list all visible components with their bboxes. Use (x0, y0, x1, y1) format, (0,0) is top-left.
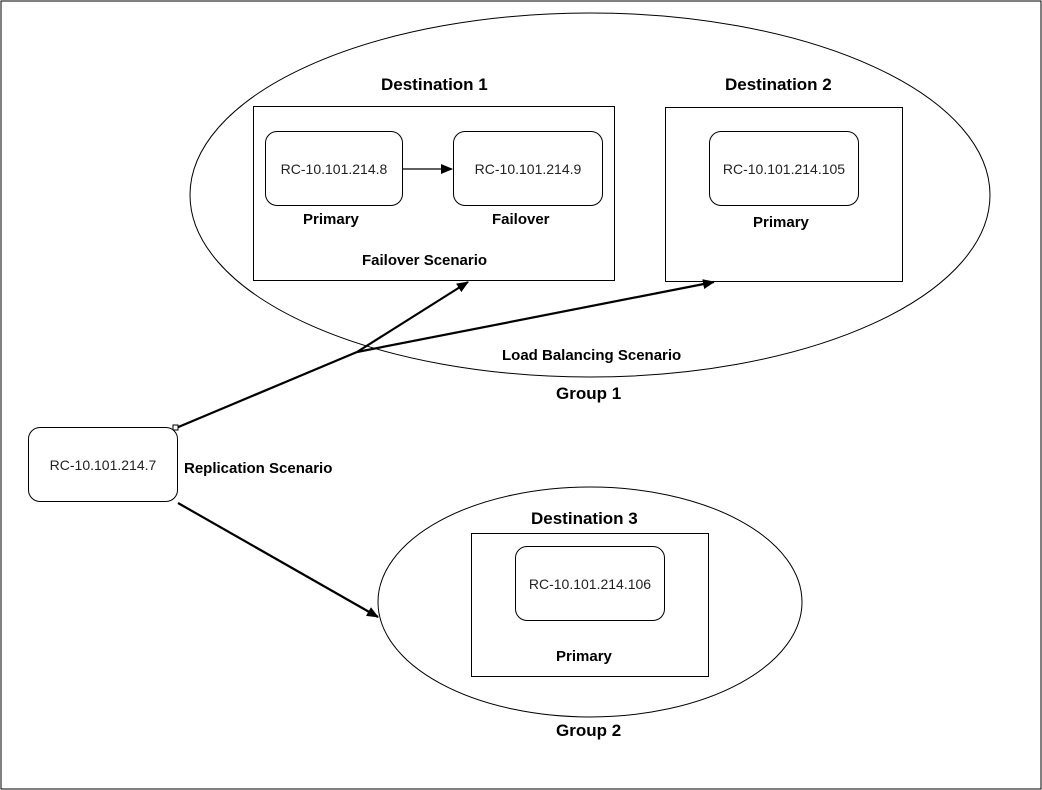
arrow-to-destination-2 (356, 279, 715, 354)
destination-1-primary-node[interactable]: RC-10.101.214.8 (265, 131, 403, 206)
destination-3-title: Destination 3 (531, 509, 638, 528)
destination-2-title: Destination 2 (725, 75, 832, 94)
destination-1-failover-node[interactable]: RC-10.101.214.9 (453, 131, 603, 206)
source-node[interactable]: RC-10.101.214.7 (28, 427, 178, 502)
connector-handle[interactable] (172, 424, 179, 431)
destination-2-primary-role: Primary (753, 214, 809, 231)
destination-2-box (665, 107, 903, 282)
group-2-label: Group 2 (556, 721, 622, 740)
replication-scenario-label: Replication Scenario (184, 460, 333, 477)
group-1-ellipse (189, 12, 991, 378)
destination-3-primary-node[interactable]: RC-10.101.214.106 (515, 546, 665, 621)
arrow-to-destination-1 (356, 281, 469, 353)
destination-1-failover-role: Failover (492, 211, 550, 228)
destination-3-box (471, 533, 709, 677)
group-1-label: Group 1 (556, 384, 622, 403)
destination-1-title: Destination 1 (381, 75, 488, 94)
destination-2-primary-node[interactable]: RC-10.101.214.105 (709, 131, 859, 206)
destination-3-primary-role: Primary (556, 648, 612, 665)
group-2-ellipse (377, 486, 803, 718)
load-balancing-scenario-label: Load Balancing Scenario (502, 347, 682, 364)
destination-1-primary-role: Primary (303, 211, 359, 228)
failover-scenario-label: Failover Scenario (362, 252, 488, 269)
destination-1-box (253, 106, 615, 281)
source-to-split-connector (175, 350, 358, 430)
arrow-to-destination-3 (177, 502, 379, 618)
